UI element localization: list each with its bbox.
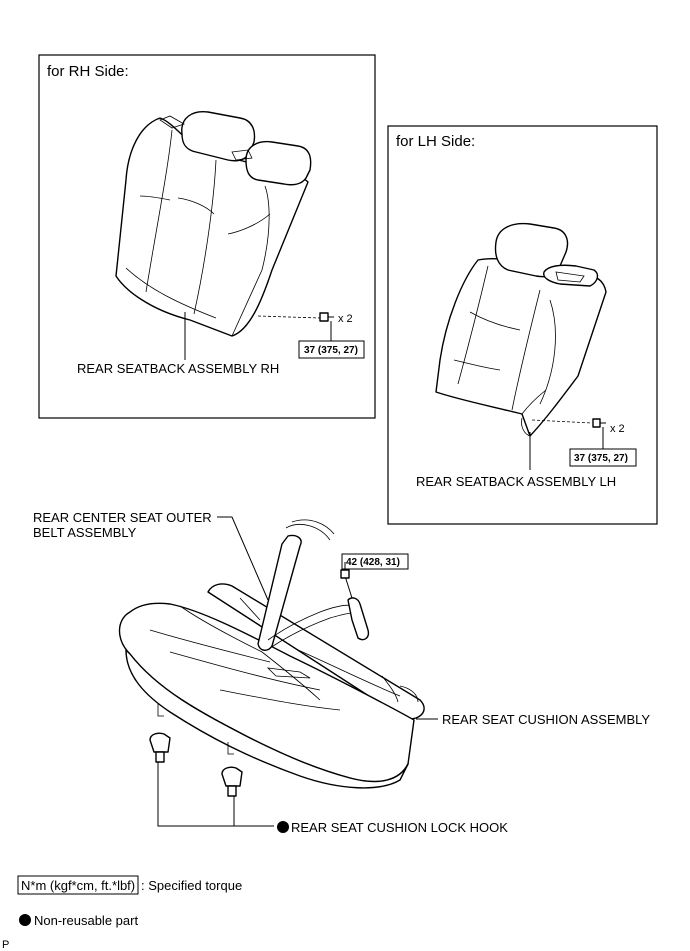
rh-side-panel: for RH Side: x 2 [38,54,376,419]
rear-seatback-lh-drawing [435,222,607,437]
rh-bolt: x 2 [257,312,353,341]
lh-torque-box [569,448,637,467]
lock-hook-right [221,766,243,797]
lh-panel-title: for LH Side: [396,133,475,150]
non-reusable-marker [277,821,289,833]
legend-torque-text: : Specified torque [141,878,242,893]
lock-hook-left [149,732,171,763]
belt-bolt-torque-value: 42 (428, 31) [346,557,400,568]
rh-torque-value: 37 (375, 27) [304,345,358,356]
legend-torque-box [17,875,139,895]
lh-bolt: x 2 [531,418,625,449]
lh-side-panel: for LH Side: x 2 37 (375, [387,125,658,525]
belt-label-line2: BELT ASSEMBLY [33,525,137,540]
lh-bolt-qty: x 2 [610,423,625,435]
rh-panel-frame [38,54,376,419]
lh-part-label: REAR SEATBACK ASSEMBLY LH [416,474,616,489]
lh-torque-value: 37 (375, 27) [574,453,628,464]
legend-torque-units: N*m (kgf*cm, ft.*lbf) [21,878,135,893]
rh-part-label: REAR SEATBACK ASSEMBLY RH [77,361,279,376]
cushion-label: REAR SEAT CUSHION ASSEMBLY [442,712,650,727]
lh-panel-frame [387,125,658,525]
legend: N*m (kgf*cm, ft.*lbf) : Specified torque… [2,875,242,951]
belt-label-line1: REAR CENTER SEAT OUTER [33,510,212,525]
rh-bolt-qty: x 2 [338,313,353,325]
rh-torque-box [298,340,365,359]
rh-panel-title: for RH Side: [47,63,129,80]
rear-seat-cushion-drawing [118,583,425,789]
lower-assembly: REAR CENTER SEAT OUTER BELT ASSEMBLY [33,510,650,835]
hook-label: REAR SEAT CUSHION LOCK HOOK [291,820,508,835]
belt-bolt-torque-box [341,553,409,570]
footer-code: P [2,939,9,951]
rear-seatback-rh-drawing [115,111,312,337]
center-belt-drawing [257,519,370,651]
legend-nonreusable-marker [19,914,31,926]
legend-nonreusable-text: Non-reusable part [34,913,138,928]
